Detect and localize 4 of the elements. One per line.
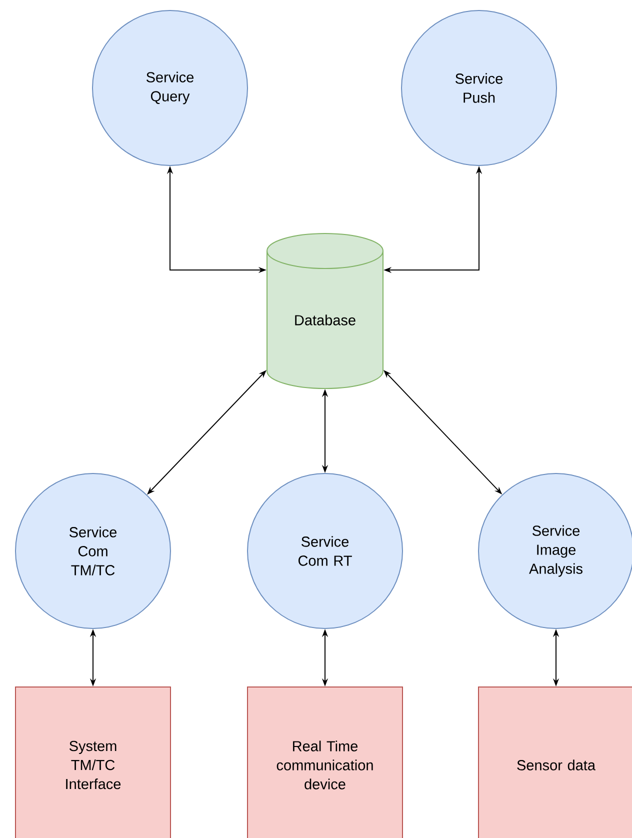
system-box: System TM/TC Interface <box>15 686 171 838</box>
database-cylinder: Database <box>266 233 384 389</box>
system-box: Real Time communication device <box>247 686 403 838</box>
system-box: Sensor data <box>478 686 632 838</box>
